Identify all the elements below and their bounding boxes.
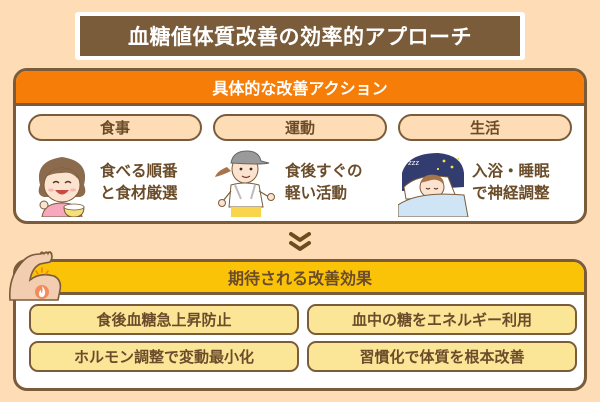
actions-panel: 具体的な改善アクション 食事 食 xyxy=(13,68,587,224)
action-text-line2: で神経調整 xyxy=(472,184,550,202)
effect-item: 食後血糖急上昇防止 xyxy=(29,304,299,335)
page-title: 血糖値体質改善の効率的アプローチ xyxy=(80,16,520,56)
title-frame: 血糖値体質改善の効率的アプローチ xyxy=(75,12,525,60)
action-text-line1: 食後すぐの xyxy=(285,162,363,180)
action-lifestyle: 生活 zzz 入浴・睡眠 で神経調整 xyxy=(398,114,572,217)
flexed-arm-fire-icon xyxy=(8,251,62,301)
effect-item: 習慣化で体質を根本改善 xyxy=(307,341,577,372)
effects-panel: 期待される改善効果 食後血糖急上昇防止 血中の糖をエネルギー利用 ホルモン調整で… xyxy=(13,259,587,391)
person-sleeping-icon: zzz xyxy=(398,153,469,217)
action-text-line2: と食材厳選 xyxy=(100,184,178,202)
action-text-line1: 入浴・睡眠 xyxy=(472,162,550,180)
action-text-line2: 軽い活動 xyxy=(285,184,348,202)
action-exercise: 運動 食後すぐの 軽い活動 xyxy=(213,114,387,217)
actions-heading: 具体的な改善アクション xyxy=(16,71,584,106)
effects-heading: 期待される改善効果 xyxy=(16,262,584,295)
action-diet: 食事 食べる順番 と食材厳選 xyxy=(28,114,202,217)
action-label: 生活 xyxy=(398,114,572,141)
effect-item: 血中の糖をエネルギー利用 xyxy=(307,304,577,335)
effect-item: ホルモン調整で変動最小化 xyxy=(29,341,299,372)
action-label: 食事 xyxy=(28,114,202,141)
svg-text:zzz: zzz xyxy=(408,159,419,167)
action-label: 運動 xyxy=(213,114,387,141)
woman-jogging-icon xyxy=(215,150,275,217)
action-text-line1: 食べる順番 xyxy=(100,162,178,180)
double-chevron-down-icon xyxy=(289,232,311,251)
girl-eating-rice-icon xyxy=(38,157,86,217)
